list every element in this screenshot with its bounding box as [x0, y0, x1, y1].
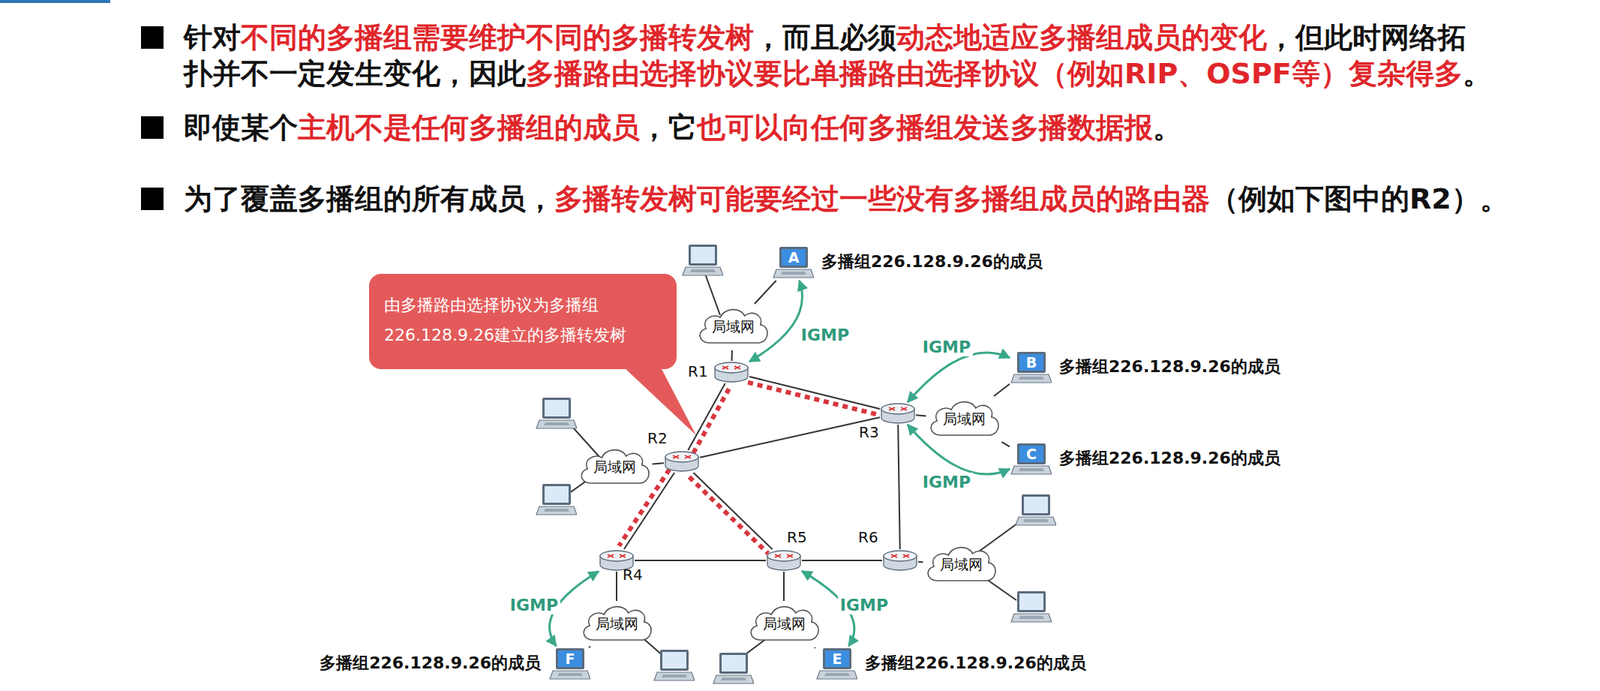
member-label: 多播组226.128.9.26的成员: [821, 250, 1043, 274]
network-link: [915, 414, 927, 416]
text-segment: 也可以向任何多播组发送多播数据报: [696, 111, 1153, 145]
network-link: [897, 424, 901, 550]
host-letter: F: [558, 650, 583, 667]
text-segment: 针对: [183, 21, 241, 55]
member-label: 多播组226.128.9.26的成员: [1059, 447, 1281, 470]
callout-text: 由多播路由选择协议为多播组 226.128.9.26建立的多播转发树: [384, 290, 662, 351]
network-link: [634, 559, 766, 562]
multicast-tree-link: [693, 386, 730, 454]
router-label: R2: [647, 429, 668, 448]
edge-label: IGMP: [920, 472, 973, 492]
lan-label: 局域网: [942, 409, 986, 430]
edge-label: IGMP: [837, 595, 891, 615]
bullet-text: 即使某个主机不是任何多播组的成员，它也可以向任何多播组发送多播数据报。: [183, 109, 1594, 146]
network-link: [624, 472, 675, 550]
router-label: R5: [786, 528, 808, 547]
edge-label: IGMP: [507, 595, 561, 615]
network-link: [731, 350, 733, 361]
text-segment: 。: [1462, 57, 1492, 91]
network-link: [801, 559, 883, 562]
text-segment: 多播转发树可能要经过一些没有多播组成员的路由器: [554, 182, 1210, 216]
member-label: 多播组226.128.9.26的成员: [319, 651, 541, 675]
host-letter: E: [825, 650, 850, 667]
lan-cloud: 局域网: [926, 396, 1003, 443]
text-segment: 。: [1152, 111, 1182, 145]
network-link: [754, 280, 777, 304]
router-icon: R6: [882, 549, 919, 572]
bullet-text: 针对不同的多播组需要维护不同的多播转发树，而且必须动态地适应多播组成员的变化，但…: [183, 19, 1493, 92]
lan-cloud: 局域网: [923, 541, 1000, 589]
member-label: 多播组226.128.9.26的成员: [1059, 355, 1281, 379]
callout-box: 由多播路由选择协议为多播组 226.128.9.26建立的多播转发树: [369, 273, 677, 370]
bullet-square: [141, 116, 164, 139]
host-laptop: C多播组226.128.9.26的成员: [1009, 441, 1052, 478]
network-link: [1002, 441, 1011, 447]
router-label: R1: [687, 362, 709, 381]
network-link: [693, 472, 772, 550]
lan-label: 局域网: [939, 555, 983, 575]
lan-cloud: 局域网: [746, 600, 823, 648]
lan-label: 局域网: [593, 457, 637, 478]
host-letter: C: [1019, 445, 1044, 463]
network-link: [749, 376, 880, 409]
host-letter: A: [781, 249, 806, 266]
network-link: [652, 462, 665, 464]
lan-cloud: 局域网: [576, 444, 653, 491]
network-link: [615, 571, 618, 601]
bullet-text: 为了覆盖多播组的所有成员，多播转发树可能要经过一些没有多播组成员的路由器（例如下…: [183, 180, 1594, 217]
network-link: [588, 645, 591, 648]
edge-label: IGMP: [920, 337, 973, 357]
host-laptop: E多播组226.128.9.26的成员: [815, 645, 858, 682]
text-segment: 即使某个: [183, 111, 298, 145]
text-segment: 为了覆盖多播组的所有成员，: [183, 182, 555, 216]
router-icon: R2: [663, 450, 700, 473]
host-laptop: F多播组226.128.9.26的成员: [548, 645, 591, 682]
host-laptop: B多播组226.128.9.26的成员: [1009, 349, 1052, 386]
host-laptop: A多播组226.128.9.26的成员: [771, 244, 814, 281]
text-segment: ，它: [639, 111, 697, 145]
router-label: R4: [622, 565, 643, 584]
router-label: R6: [858, 528, 879, 547]
lan-cloud: 局域网: [579, 600, 655, 648]
lan-label: 局域网: [762, 614, 806, 634]
network-link: [814, 646, 816, 649]
bullet-square: [141, 187, 164, 211]
text-segment: 主机不是任何多播组的成员: [297, 111, 640, 145]
bullet-square: [141, 26, 164, 49]
router-icon: R3: [879, 402, 916, 425]
network-link: [687, 383, 725, 451]
member-label: 多播组226.128.9.26的成员: [864, 651, 1087, 675]
router-label: R3: [858, 423, 880, 442]
top-bar: [0, 0, 111, 4]
router-icon: R5: [765, 549, 802, 572]
text-segment: 动态地适应多播组成员的变化: [896, 21, 1267, 55]
router-icon: R4: [598, 549, 635, 572]
network-link: [918, 561, 924, 563]
multicast-tree-link: [747, 382, 879, 415]
text-segment: 不同的多播组需要维护不同的多播转发树: [240, 21, 754, 55]
text-segment: （例如下图中的R2）。: [1209, 182, 1509, 216]
igmp-arrow: [907, 352, 1010, 403]
network-link: [993, 384, 1010, 397]
router-icon: R1: [713, 360, 750, 384]
text-segment: ，而且必须: [753, 21, 897, 55]
lan-label: 局域网: [595, 614, 639, 634]
network-link: [783, 571, 785, 601]
callout-pointer: [622, 366, 697, 436]
lan-cloud: 局域网: [695, 303, 772, 351]
edge-label: IGMP: [798, 325, 852, 345]
network-link: [699, 417, 880, 457]
host-letter: B: [1019, 354, 1044, 371]
lan-label: 局域网: [711, 317, 755, 337]
multicast-tree-link: [689, 477, 769, 554]
text-segment: 多播路由选择协议要比单播路由选择协议（例如RIP、OSPF等）复杂得多: [525, 57, 1463, 91]
